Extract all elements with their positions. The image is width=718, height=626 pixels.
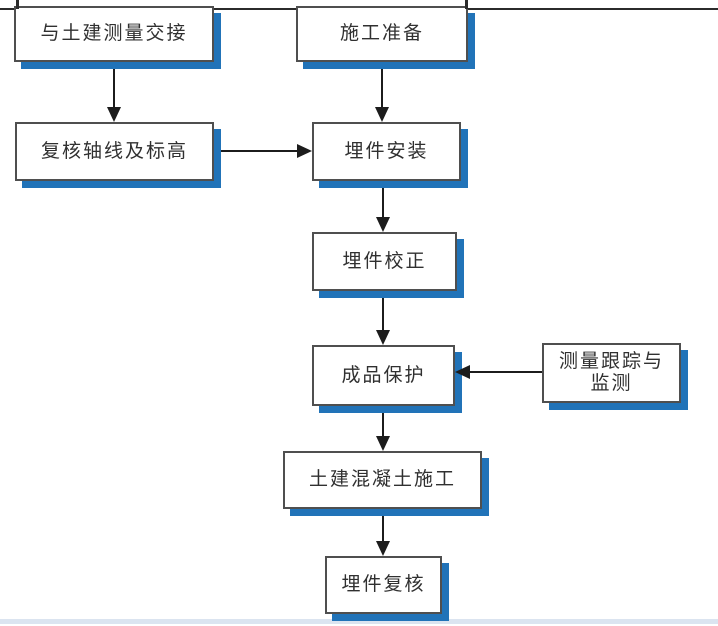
arrow-handover-to-recheck-head bbox=[107, 107, 121, 122]
top-border-stub-left bbox=[16, 0, 19, 9]
flow-node-product-protection: 成品保护 bbox=[312, 345, 455, 406]
flow-node-label: 埋件安装 bbox=[344, 139, 429, 162]
flow-node-embed-installation: 埋件安装 bbox=[312, 122, 461, 181]
arrow-recheck-to-installation-line bbox=[214, 150, 298, 152]
flow-node-label: 埋件复核 bbox=[341, 573, 426, 596]
top-border-stub-right bbox=[465, 0, 468, 9]
flow-node-label-line1: 测量跟踪与 bbox=[558, 350, 664, 373]
flow-node-embed-correction: 埋件校正 bbox=[312, 232, 457, 291]
flow-node-label: 土建混凝土施工 bbox=[308, 468, 456, 491]
arrow-installation-to-correction-line bbox=[382, 181, 384, 219]
bottom-accent-line bbox=[0, 619, 718, 624]
arrow-protection-to-concrete-line bbox=[382, 406, 384, 438]
flow-node-label: 埋件校正 bbox=[342, 249, 427, 272]
arrow-monitoring-to-protection-line bbox=[469, 371, 542, 373]
flow-node-label: 与土建测量交接 bbox=[40, 22, 188, 45]
arrow-concrete-to-final-recheck-line bbox=[382, 509, 384, 543]
flow-node-label: 施工准备 bbox=[339, 22, 424, 45]
arrow-monitoring-to-protection-head bbox=[455, 365, 470, 379]
arrow-installation-to-correction-head bbox=[376, 217, 390, 232]
arrow-preparation-to-installation-line bbox=[381, 62, 383, 109]
flow-node-survey-tracking-monitoring: 测量跟踪与 监测 bbox=[542, 343, 681, 403]
flow-node-recheck-axis-elevation: 复核轴线及标高 bbox=[15, 122, 214, 181]
arrow-concrete-to-final-recheck-head bbox=[376, 541, 390, 556]
arrow-recheck-to-installation-head bbox=[297, 144, 312, 158]
flow-node-label: 成品保护 bbox=[341, 363, 426, 386]
flow-node-embed-recheck: 埋件复核 bbox=[325, 556, 442, 614]
arrow-correction-to-protection-head bbox=[376, 330, 390, 345]
arrow-handover-to-recheck-line bbox=[113, 62, 115, 109]
flow-node-construction-preparation: 施工准备 bbox=[296, 6, 468, 62]
flow-node-handover-with-civil-survey: 与土建测量交接 bbox=[14, 6, 214, 62]
flow-node-label-line2: 监测 bbox=[590, 372, 633, 394]
flow-node-civil-concrete-construction: 土建混凝土施工 bbox=[283, 451, 482, 509]
arrow-protection-to-concrete-head bbox=[376, 436, 390, 451]
arrow-correction-to-protection-line bbox=[382, 291, 384, 332]
arrow-preparation-to-installation-head bbox=[375, 107, 389, 122]
flow-node-label: 复核轴线及标高 bbox=[40, 139, 188, 162]
